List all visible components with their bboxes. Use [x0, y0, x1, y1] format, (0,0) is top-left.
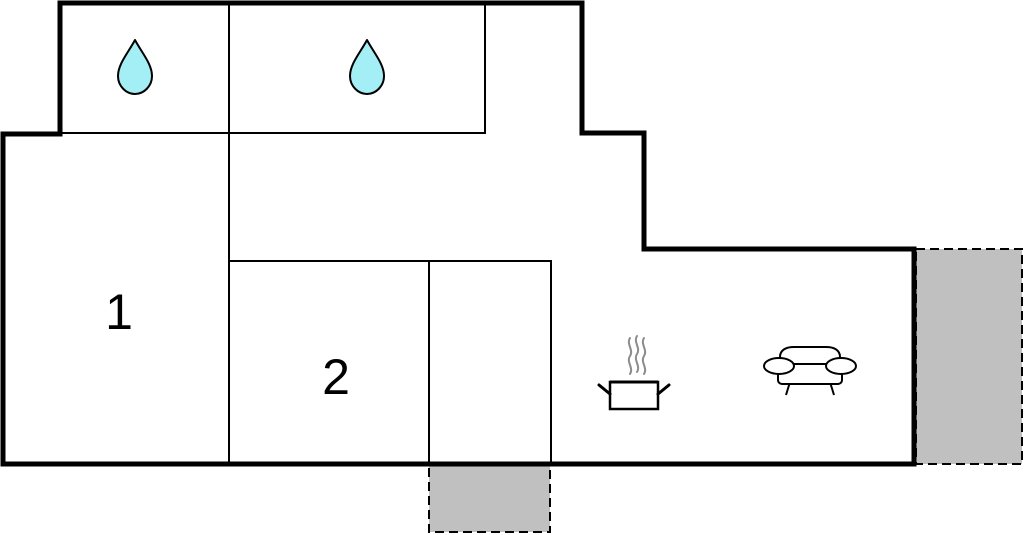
room-label-1: 1: [105, 284, 133, 340]
room-label-2: 2: [322, 349, 350, 405]
cooking-pot-icon: [597, 335, 671, 411]
sofa-icon: [763, 346, 857, 396]
terrace-bottom: [428, 464, 551, 533]
water-drop-icon: [349, 39, 385, 95]
outer-wall: [0, 0, 917, 467]
terrace-right: [915, 248, 1023, 465]
interior-walls: [62, 4, 552, 464]
steam-lines: [627, 335, 647, 375]
water-drop-icon: [117, 39, 153, 95]
